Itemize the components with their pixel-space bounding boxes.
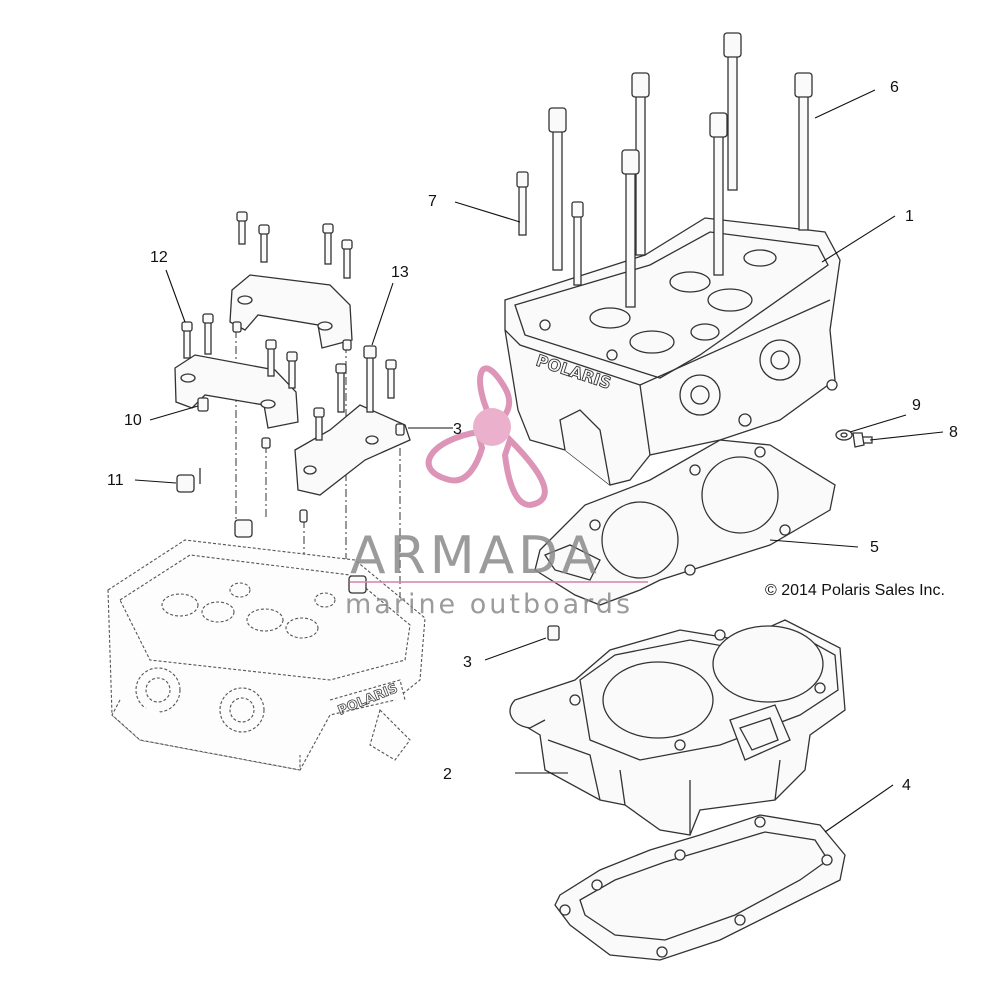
watermark-title: ARMADA xyxy=(350,526,601,586)
callout-8: 8 xyxy=(949,424,958,441)
callout-12: 12 xyxy=(150,249,168,266)
callout-9: 9 xyxy=(912,397,921,414)
callout-13: 13 xyxy=(391,264,409,281)
small-bolts xyxy=(181,211,397,441)
cylinder-head: POLARIS xyxy=(504,217,841,486)
lower-cylinder-head: POLARIS xyxy=(107,539,426,771)
washer-and-screw xyxy=(835,429,873,448)
callout-3-lower: 3 xyxy=(463,654,472,671)
callout-10: 10 xyxy=(124,412,142,429)
callout-6: 6 xyxy=(890,79,899,96)
callout-5: 5 xyxy=(870,539,879,556)
cylinder-block xyxy=(509,619,846,836)
head-gasket xyxy=(534,439,836,606)
callout-7: 7 xyxy=(428,193,437,210)
callout-4: 4 xyxy=(902,777,911,794)
callout-1: 1 xyxy=(905,208,914,225)
callout-11: 11 xyxy=(107,472,124,489)
base-gasket xyxy=(554,814,846,961)
armada-propeller-logo xyxy=(425,365,548,509)
head-bolts xyxy=(516,32,813,308)
callout-labels: 1 2 3 3 4 5 6 7 8 9 10 11 12 13 xyxy=(107,79,958,794)
camshaft-caps xyxy=(174,274,411,496)
leader-lines xyxy=(134,89,944,833)
dowels-and-seals xyxy=(176,321,560,641)
copyright-notice: © 2014 Polaris Sales Inc. xyxy=(765,582,945,599)
watermark-subtitle: marine outboards xyxy=(345,589,633,620)
callout-2: 2 xyxy=(443,766,452,783)
callout-3-upper: 3 xyxy=(453,421,462,438)
